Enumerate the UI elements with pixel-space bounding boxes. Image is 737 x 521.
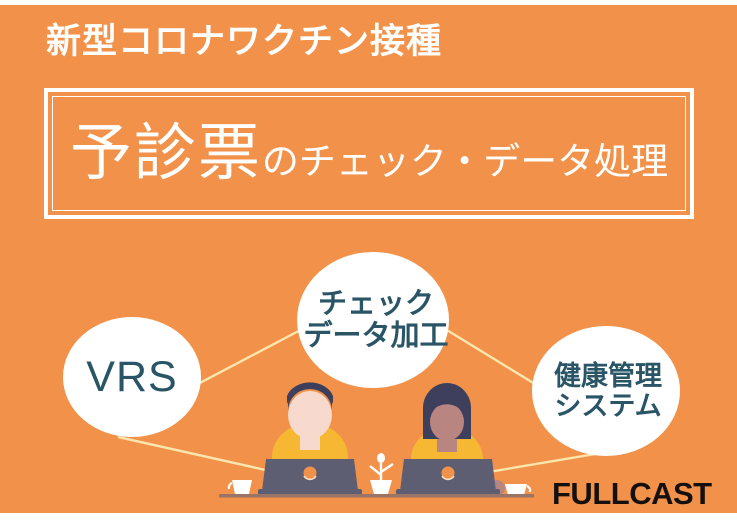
potted-plant bbox=[369, 453, 394, 494]
cup-handle-1 bbox=[227, 481, 233, 490]
plant-leaf-left bbox=[369, 465, 382, 476]
plant-bud bbox=[377, 453, 385, 463]
connector-check-to-health bbox=[436, 322, 549, 394]
connector-vrs-to-desk bbox=[117, 435, 271, 473]
workspace-illustration bbox=[219, 382, 534, 498]
coffee-cup-right bbox=[505, 484, 532, 495]
node-health-label-line1: 健康管理 bbox=[554, 360, 662, 391]
laptop-left bbox=[258, 459, 362, 495]
laptop-right-logo bbox=[441, 466, 455, 480]
coffee-cup-far-left bbox=[227, 480, 252, 494]
node-vrs-label: VRS bbox=[86, 352, 178, 401]
page-title: 予診票のチェック・データ処理 bbox=[48, 122, 690, 185]
laptop-left-logo-arc bbox=[303, 475, 317, 481]
cup-body-2 bbox=[505, 484, 527, 495]
laptop-right-logo-arc bbox=[441, 475, 455, 481]
plant-pot bbox=[370, 480, 392, 494]
laptop-left-base bbox=[258, 489, 362, 495]
fullcast-logo: FULLCAST bbox=[552, 476, 712, 511]
page-title-main: 予診票 bbox=[69, 118, 262, 188]
cup-handle-2 bbox=[526, 484, 532, 493]
node-health-label-line2: システム bbox=[554, 391, 662, 421]
node-check-label-line2: データ加工 bbox=[303, 320, 449, 352]
connector-vrs-to-check bbox=[195, 323, 311, 387]
person-left-hair-top bbox=[287, 382, 333, 404]
diagram-node-health[interactable]: 健康管理 システム bbox=[532, 326, 680, 456]
diagram-node-check[interactable]: チェック データ加工 bbox=[297, 252, 449, 388]
page-headline: 新型コロナワクチン接種 bbox=[46, 22, 443, 61]
connector-lines bbox=[117, 322, 614, 480]
process-diagram: VRS チェック データ加工 健康管理 システム bbox=[0, 232, 737, 521]
cup-body-1 bbox=[232, 480, 252, 494]
node-health-labels: 健康管理 システム bbox=[552, 360, 662, 421]
laptop-right-base bbox=[396, 489, 500, 495]
laptop-left-logo bbox=[303, 466, 317, 480]
node-check-labels: チェック データ加工 bbox=[300, 287, 449, 353]
person-right-fringe bbox=[428, 395, 466, 418]
page-title-sub: のチェック・データ処理 bbox=[261, 140, 669, 182]
desk-surface bbox=[219, 494, 534, 498]
title-frame-inner-border bbox=[52, 96, 686, 211]
person-left-head bbox=[288, 391, 332, 439]
node-check-label-line1: チェック bbox=[317, 287, 434, 320]
person-right-head bbox=[430, 403, 464, 441]
laptop-right bbox=[396, 459, 500, 495]
title-frame: 予診票のチェック・データ処理 bbox=[44, 88, 694, 219]
diagram-node-vrs[interactable]: VRS bbox=[63, 317, 201, 437]
plant-leaf-right bbox=[380, 463, 394, 473]
